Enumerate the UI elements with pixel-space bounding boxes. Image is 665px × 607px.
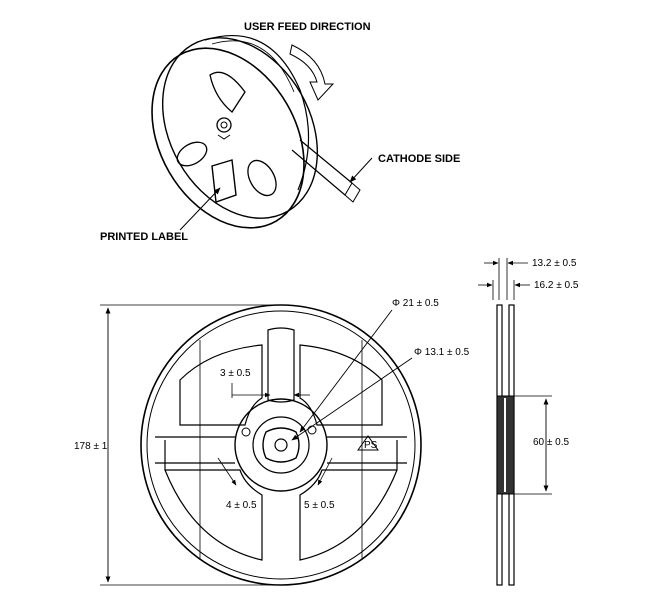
reel-front-flange (151, 47, 305, 229)
svg-text:PS: PS (364, 440, 378, 451)
recycle-icon (357, 435, 379, 451)
hub-bore-inner-dim: Φ 13.1 ± 0.5 (414, 347, 470, 358)
reel-width-outer-dim: 16.2 ± 0.5 (534, 280, 579, 291)
hub-bore-outer-dim: Φ 21 ± 0.5 (392, 298, 439, 309)
isometric-reel-view: USER FEED DIRECTION CATHODE SIDE PRINTED… (100, 21, 460, 243)
slot-width-dim: 3 ± 0.5 (220, 368, 251, 379)
cathode-side-label: CATHODE SIDE (378, 153, 460, 165)
outer-diameter-dim: 178 ± 1 (74, 441, 108, 452)
printed-label-label: PRINTED LABEL (100, 231, 188, 243)
reel-front-view: PS 178 ± 1 Φ 21 ± 0.5 Φ 13.1 ± 0.5 3 ± 0… (74, 298, 470, 586)
hub-height-dim: 60 ± 0.5 (533, 437, 570, 448)
spoke-right-dim: 5 ± 0.5 (304, 500, 335, 511)
user-feed-direction-label: USER FEED DIRECTION (244, 21, 371, 33)
feed-direction-arrow (289, 44, 335, 101)
spoke-left-dim: 4 ± 0.5 (226, 500, 257, 511)
reel-width-inner-dim: 13.2 ± 0.5 (532, 258, 577, 269)
carrier-tape-strip (291, 139, 353, 196)
reel-side-view: 13.2 ± 0.5 16.2 ± 0.5 60 ± 0.5 (478, 258, 579, 586)
printed-label-window (211, 159, 237, 203)
